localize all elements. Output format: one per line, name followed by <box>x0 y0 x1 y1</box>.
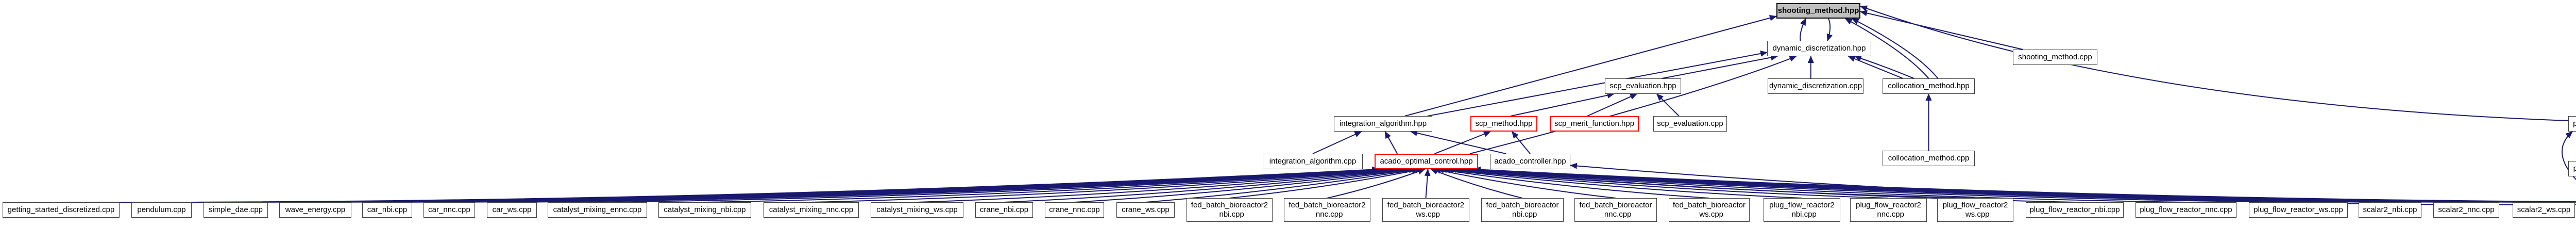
node-getting_started_discretized_cpp[interactable]: getting_started_discretized.cpp <box>3 202 120 218</box>
node-fed_batch_bioreactor_nbi_cpp[interactable]: fed_batch_bioreactor _nbi.cpp <box>1481 198 1564 222</box>
node-fed_batch_bioreactor_ws_cpp[interactable]: fed_batch_bioreactor _ws.cpp <box>1669 198 1750 222</box>
edge-plug_flow_reactor2_nbi_cpp-to-acado_optimal_control_hpp <box>1439 167 1802 199</box>
edge-plug_flow_reactor_nbi_cpp-to-acado_optimal_control_hpp <box>1449 167 2075 203</box>
edge-getting_started_discretized_cpp-to-acado_optimal_control_hpp <box>61 166 1380 203</box>
node-scp_method_hpp[interactable]: scp_method.hpp <box>1470 116 1537 132</box>
node-dynamic_discretization_cpp[interactable]: dynamic_discretization.cpp <box>1768 78 1863 94</box>
node-pendulum_cpp[interactable]: pendulum.cpp <box>131 202 192 218</box>
node-crane_nbi_cpp[interactable]: crane_nbi.cpp <box>975 202 1033 218</box>
node-car_nnc_cpp[interactable]: car_nnc.cpp <box>423 202 475 218</box>
edge-acado_controller_hpp-to-integration_algorithm_hpp <box>1410 130 1506 154</box>
edge-simple_dae_cpp-to-acado_optimal_control_hpp <box>235 166 1385 203</box>
edge-catalyst_mixing_nnc_cpp-to-acado_optimal_control_hpp <box>811 167 1407 203</box>
node-process_hpp[interactable]: process.hpp <box>2568 116 2576 132</box>
edge-plug_flow_reactor_nnc_cpp-to-acado_optimal_control_hpp <box>1452 166 2187 203</box>
node-scalar2_ws_cpp[interactable]: scalar2_ws.cpp <box>2513 202 2575 218</box>
node-catalyst_mixing_ennc_cpp[interactable]: catalyst_mixing_ennc.cpp <box>548 202 647 218</box>
edge-acado_optimal_control_hpp-to-scp_method_hpp <box>1434 131 1491 154</box>
node-simple_dae_cpp[interactable]: simple_dae.cpp <box>204 202 268 218</box>
node-plug_flow_reactor_nbi_cpp[interactable]: plug_flow_reactor_nbi.cpp <box>2026 202 2124 218</box>
edge-scalar2_nbi_cpp-to-acado_optimal_control_hpp <box>1458 166 2391 203</box>
node-scp_merit_function_hpp[interactable]: scp_merit_function.hpp <box>1550 116 1639 132</box>
node-shooting_method_cpp[interactable]: shooting_method.cpp <box>2013 50 2097 65</box>
edge-scp_evaluation_cpp-to-scp_evaluation_hpp <box>1656 93 1680 117</box>
edge-shooting_method_hpp-to-dynamic_discretization_hpp <box>1826 18 1833 41</box>
node-scalar2_nbi_cpp[interactable]: scalar2_nbi.cpp <box>2359 202 2421 218</box>
edge-scalar2_nnc_cpp-to-acado_optimal_control_hpp <box>1461 166 2467 203</box>
edge-fed_batch_bioreactor2_ws_cpp-to-acado_optimal_control_hpp <box>1424 169 1431 199</box>
edge-fed_batch_bioreactor_nbi_cpp-to-acado_optimal_control_hpp <box>1430 169 1523 199</box>
edge-acado_toolkit_hpp-to-acado_optimal_control_hpp <box>1473 166 2576 203</box>
edge-plug_flow_reactor2_nnc_cpp-to-acado_optimal_control_hpp <box>1443 167 1889 199</box>
edge-plug_flow_reactor_ws_cpp-to-acado_optimal_control_hpp <box>1455 166 2299 203</box>
edge-collocation_method_hpp-to-dynamic_discretization_hpp <box>1854 55 1914 79</box>
node-plug_flow_reactor_nnc_cpp[interactable]: plug_flow_reactor_nnc.cpp <box>2136 202 2236 218</box>
edge-car_ws_cpp-to-acado_optimal_control_hpp <box>512 166 1398 203</box>
node-fed_batch_bioreactor_nnc_cpp[interactable]: fed_batch_bioreactor _nnc.cpp <box>1574 198 1657 222</box>
node-wave_energy_cpp[interactable]: wave_energy.cpp <box>279 202 351 218</box>
edge-integration_algorithm_hpp-to-dynamic_discretization_hpp <box>1427 50 1768 117</box>
edge-scp_merit_function_hpp-to-scp_evaluation_hpp <box>1587 93 1638 117</box>
node-catalyst_mixing_nnc_cpp[interactable]: catalyst_mixing_nnc.cpp <box>764 202 859 218</box>
node-collocation_method_cpp[interactable]: collocation_method.cpp <box>1883 151 1975 166</box>
node-fed_batch_bioreactor2_nnc_cpp[interactable]: fed_batch_bioreactor2 _nnc.cpp <box>1284 198 1370 222</box>
edge-catalyst_mixing_nbi_cpp-to-acado_optimal_control_hpp <box>704 167 1404 203</box>
node-plug_flow_reactor_ws_cpp[interactable]: plug_flow_reactor_ws.cpp <box>2249 202 2348 218</box>
edge-acado_optimal_control_hpp-to-integration_algorithm_hpp <box>1384 131 1398 154</box>
edge-crane_ws_cpp-to-acado_optimal_control_hpp <box>1145 167 1419 203</box>
edge-dev_test_cpp-to-acado_optimal_control_hpp <box>1467 166 2576 203</box>
node-integration_algorithm_cpp[interactable]: integration_algorithm.cpp <box>1263 154 1363 169</box>
edge-car_nbi_cpp-to-acado_optimal_control_hpp <box>387 166 1392 203</box>
edge-acado_optimal_control_hpp-to-dynamic_discretization_hpp <box>1469 56 1797 154</box>
edge-pendulum_cpp-to-acado_optimal_control_hpp <box>161 166 1383 203</box>
node-process_cpp[interactable]: process.cpp <box>2568 161 2576 176</box>
edge-fed_batch_bioreactor2_nnc_cpp-to-acado_optimal_control_hpp <box>1327 168 1426 199</box>
node-catalyst_mixing_ws_cpp[interactable]: catalyst_mixing_ws.cpp <box>871 202 963 218</box>
node-dynamic_discretization_hpp[interactable]: dynamic_discretization.hpp <box>1767 41 1871 56</box>
node-car_ws_cpp[interactable]: car_ws.cpp <box>487 202 537 218</box>
edge-acado_controller_hpp-to-scp_method_hpp <box>1511 131 1531 154</box>
edge-fed_batch_bioreactor_nnc_cpp-to-acado_optimal_control_hpp <box>1433 167 1616 199</box>
node-collocation_method_hpp[interactable]: collocation_method.hpp <box>1883 78 1975 94</box>
node-plug_flow_reactor2_ws_cpp[interactable]: plug_flow_reactor2 _ws.cpp <box>1937 198 2013 222</box>
node-acado_controller_hpp[interactable]: acado_controller.hpp <box>1490 154 1570 169</box>
node-fed_batch_bioreactor2_ws_cpp[interactable]: fed_batch_bioreactor2 _ws.cpp <box>1382 198 1469 222</box>
edge-scp_method_hpp-to-scp_evaluation_hpp <box>1510 92 1615 117</box>
edge-shooting_method_cpp-to-shooting_method_hpp <box>1860 10 2023 50</box>
node-scp_evaluation_hpp[interactable]: scp_evaluation.hpp <box>1605 78 1681 94</box>
edge-plug_flow_reactor2_ws_cpp-to-acado_optimal_control_hpp <box>1446 167 1976 199</box>
node-shooting_method_hpp[interactable]: shooting_method.hpp <box>1776 3 1860 19</box>
edge-crane_nnc_cpp-to-acado_optimal_control_hpp <box>1074 167 1416 203</box>
node-catalyst_mixing_nbi_cpp[interactable]: catalyst_mixing_nbi.cpp <box>658 202 751 218</box>
edge-dynamic_discretization_hpp-to-shooting_method_hpp <box>1800 18 1806 41</box>
edge-car_nnc_cpp-to-acado_optimal_control_hpp <box>449 166 1395 203</box>
edge-scp_evaluation_hpp-to-dynamic_discretization_hpp <box>1662 54 1778 79</box>
node-plug_flow_reactor2_nbi_cpp[interactable]: plug_flow_reactor2 _nbi.cpp <box>1764 198 1840 222</box>
edge-scalar2_ws_cpp-to-acado_optimal_control_hpp <box>1464 166 2544 203</box>
edge-integration_algorithm_hpp-to-shooting_method_hpp <box>1404 15 1777 117</box>
node-acado_optimal_control_hpp[interactable]: acado_optimal_control.hpp <box>1375 154 1478 169</box>
edge-fed_batch_bioreactor_ws_cpp-to-acado_optimal_control_hpp <box>1436 167 1709 199</box>
node-plug_flow_reactor2_nnc_cpp[interactable]: plug_flow_reactor2 _nnc.cpp <box>1850 198 1927 222</box>
edge-getting_started_cpp-to-acado_optimal_control_hpp <box>1470 166 2576 203</box>
edge-catalyst_mixing_ennc_cpp-to-acado_optimal_control_hpp <box>597 166 1401 203</box>
edge-fed_batch_bioreactor2_nbi_cpp-to-acado_optimal_control_hpp <box>1229 167 1422 199</box>
edge-integration_algorithm_cpp-to-integration_algorithm_hpp <box>1312 131 1362 154</box>
edge-crane_nbi_cpp-to-acado_optimal_control_hpp <box>1004 167 1413 203</box>
edge-wave_energy_cpp-to-acado_optimal_control_hpp <box>315 166 1388 203</box>
node-scalar2_nnc_cpp[interactable]: scalar2_nnc.cpp <box>2433 202 2499 218</box>
edge-process_hpp-to-shooting_method_hpp <box>1860 5 2569 121</box>
node-integration_algorithm_hpp[interactable]: integration_algorithm.hpp <box>1334 116 1432 132</box>
node-crane_nnc_cpp[interactable]: crane_nnc.cpp <box>1045 202 1104 218</box>
edge-catalyst_mixing_ws_cpp-to-acado_optimal_control_hpp <box>917 167 1410 203</box>
edge-collocation_method_hpp-to-dynamic_discretization_hpp <box>1848 56 1903 79</box>
node-crane_ws_cpp[interactable]: crane_ws.cpp <box>1116 202 1175 218</box>
node-car_nbi_cpp[interactable]: car_nbi.cpp <box>362 202 412 218</box>
node-scp_evaluation_cpp[interactable]: scp_evaluation.cpp <box>1653 116 1727 132</box>
node-fed_batch_bioreactor2_nbi_cpp[interactable]: fed_batch_bioreactor2 _nbi.cpp <box>1187 198 1273 222</box>
